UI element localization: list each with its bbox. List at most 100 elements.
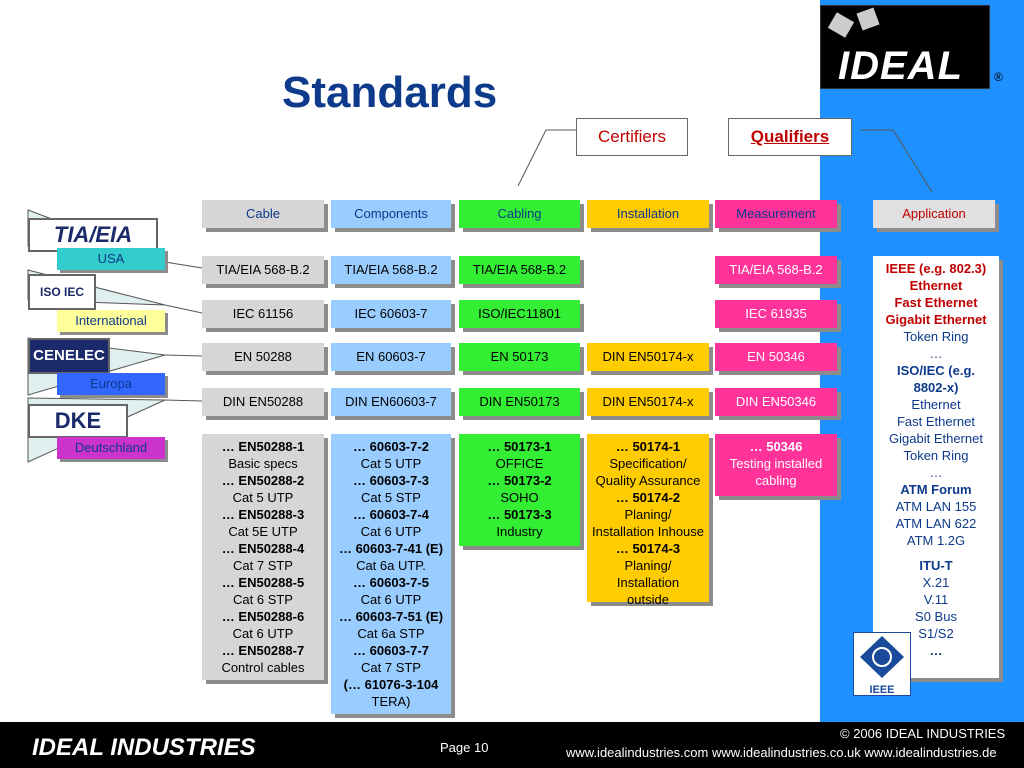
header-installation: Installation	[587, 200, 709, 228]
logo-plug-icon	[827, 7, 880, 38]
cable-detail-desc: Cat 7 STP	[233, 558, 293, 573]
tab-certifiers[interactable]: Certifiers	[576, 118, 688, 156]
cable-detail-desc: Cat 5 UTP	[232, 490, 294, 505]
cell-usa-components: TIA/EIA 568-B.2	[331, 256, 451, 284]
footer-company: IDEAL INDUSTRIES	[32, 734, 256, 761]
installation-detail-desc: Quality Assurance	[595, 473, 701, 488]
cell-europa-installation: DIN EN50174-x	[587, 343, 709, 371]
cell-intl-measurement: IEC 61935	[715, 300, 837, 328]
cenelec-logo-text: CENELEC	[33, 347, 105, 364]
components-detail-code: … 60603-7-51 (E)	[338, 609, 444, 624]
cable-details: … EN50288-1 Basic specs … EN50288-2 Cat …	[202, 434, 324, 680]
installation-detail-code: … 50174-1	[615, 439, 681, 454]
app-ellipsis-c: …	[929, 643, 943, 658]
components-detail-code: … 60603-7-4	[353, 507, 429, 522]
cell-intl-cabling: ISO/IEC11801	[459, 300, 580, 328]
app-ellipsis-b: …	[929, 465, 943, 480]
header-cabling: Cabling	[459, 200, 580, 228]
components-detail-desc: Cat 6a STP	[357, 626, 425, 641]
installation-details: … 50174-1 Specification/ Quality Assuran…	[587, 434, 709, 607]
components-detail-desc: Cat 6a UTP.	[356, 558, 426, 573]
header-components: Components	[331, 200, 451, 228]
cell-de-components: DIN EN60603-7	[331, 388, 451, 416]
components-detail-code: (… 61076-3-104	[343, 677, 439, 692]
tab-qualifiers[interactable]: Qualifiers	[728, 118, 852, 156]
components-detail-desc: Cat 7 STP	[361, 660, 421, 675]
components-detail-desc: Cat 5 STP	[361, 490, 421, 505]
app-itu: ITU-T	[919, 558, 953, 573]
measurement-detail-desc: cabling	[755, 473, 797, 488]
cenelec-logo: CENELEC	[28, 338, 110, 374]
app-atm155: ATM LAN 155	[895, 499, 977, 514]
cell-de-installation: DIN EN50174-x	[587, 388, 709, 416]
ideal-logo	[820, 5, 990, 89]
measurement-details: … 50346 Testing installed cabling	[715, 434, 837, 496]
header-measurement: Measurement	[715, 200, 837, 228]
cell-intl-components: IEC 60603-7	[331, 300, 451, 328]
ieee-logo: IEEE	[853, 632, 911, 696]
installation-detail-desc: Specification/	[609, 456, 687, 471]
components-detail-desc: TERA)	[371, 694, 411, 709]
components-detail-code: … 60603-7-41 (E)	[338, 541, 444, 556]
cabling-detail-desc: OFFICE	[495, 456, 544, 471]
cell-usa-measurement: TIA/EIA 568-B.2	[715, 256, 837, 284]
components-detail-desc: Cat 5 UTP	[360, 456, 422, 471]
cell-europa-cabling: EN 50173	[459, 343, 580, 371]
cell-de-measurement: DIN EN50346	[715, 388, 837, 416]
cabling-detail-desc: Industry	[496, 524, 543, 539]
cable-detail-code: … EN50288-4	[221, 541, 305, 556]
cable-detail-code: … EN50288-7	[221, 643, 305, 658]
app-iso2: 8802-x)	[913, 380, 959, 395]
app-ellipsis-a: …	[929, 346, 943, 361]
dke-logo: DKE	[28, 404, 128, 438]
header-application: Application	[873, 200, 995, 228]
measurement-detail-desc: Testing installed	[729, 456, 823, 471]
cable-detail-desc: Cat 6 UTP	[232, 626, 294, 641]
installation-detail-desc: outside	[627, 592, 669, 607]
measurement-detail-code: … 50346	[749, 439, 803, 454]
application-details: IEEE (e.g. 802.3) Ethernet Fast Ethernet…	[873, 256, 999, 678]
components-detail-code: … 60603-7-3	[353, 473, 429, 488]
app-fast: Fast Ethernet	[896, 414, 976, 429]
app-atm: ATM Forum	[900, 482, 972, 497]
region-europa: Europa	[57, 373, 165, 395]
logo-registered: ®	[994, 70, 1003, 84]
app-gigabit-b: Gigabit Ethernet	[885, 312, 987, 327]
ieee-logo-text: IEEE	[869, 684, 895, 696]
ieee-diamond-icon	[860, 636, 904, 678]
cable-detail-desc: Control cables	[221, 660, 305, 675]
app-fast-b: Fast Ethernet	[894, 295, 978, 310]
cable-detail-desc: Cat 6 STP	[233, 592, 293, 607]
cable-detail-desc: Cat 5E UTP	[228, 524, 298, 539]
components-detail-desc: Cat 6 UTP	[360, 592, 422, 607]
cell-usa-cabling: TIA/EIA 568-B.2	[459, 256, 580, 284]
footer-websites[interactable]: www.idealindustries.com www.idealindustr…	[566, 745, 997, 760]
app-ieee: IEEE (e.g. 802.3)	[885, 261, 987, 276]
iso-iec-logo: ISO IEC	[28, 274, 96, 310]
cable-detail-code: … EN50288-3	[221, 507, 305, 522]
installation-detail-code: … 50174-2	[615, 490, 681, 505]
cell-europa-cable: EN 50288	[202, 343, 324, 371]
installation-detail-desc: Installation	[616, 575, 680, 590]
installation-detail-desc: Planing/	[624, 558, 672, 573]
footer-copyright: © 2006 IDEAL INDUSTRIES	[840, 726, 1006, 741]
cell-intl-cable: IEC 61156	[202, 300, 324, 328]
cabling-detail-code: … 50173-2	[487, 473, 552, 488]
cabling-detail-code: … 50173-3	[487, 507, 552, 522]
app-gigabit: Gigabit Ethernet	[889, 431, 983, 446]
footer	[0, 722, 1024, 768]
app-v11: V.11	[923, 592, 949, 607]
cable-detail-code: … EN50288-2	[221, 473, 305, 488]
components-detail-code: … 60603-7-7	[353, 643, 429, 658]
components-detail-desc: Cat 6 UTP	[360, 524, 422, 539]
installation-detail-desc: Installation Inhouse	[591, 524, 705, 539]
cell-usa-cable: TIA/EIA 568-B.2	[202, 256, 324, 284]
cell-europa-components: EN 60603-7	[331, 343, 451, 371]
cable-detail-code: … EN50288-6	[221, 609, 305, 624]
app-x21: X.21	[922, 575, 950, 590]
page-title: Standards	[282, 68, 498, 117]
iso-iec-logo-text: ISO IEC	[39, 285, 84, 299]
app-token: Token Ring	[903, 448, 969, 463]
app-ethernet-b: Ethernet	[909, 278, 963, 293]
app-ethernet: Ethernet	[911, 397, 961, 412]
